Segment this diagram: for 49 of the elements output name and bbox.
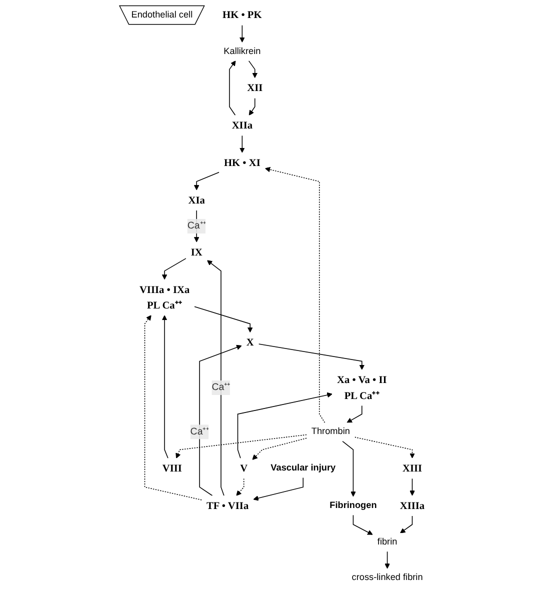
node-text: HK • XI	[224, 156, 260, 168]
arrow	[354, 436, 415, 458]
arrow	[194, 306, 253, 333]
node-text: XIIIa	[400, 500, 425, 512]
edge-label: Ca⁺⁺	[190, 426, 209, 437]
node-text: HK • PK	[222, 9, 262, 21]
arrow	[410, 478, 415, 496]
node-text: Thrombin	[311, 426, 350, 437]
edge-label: Ca⁺⁺	[212, 382, 230, 393]
arrow	[240, 24, 245, 42]
edge-label: Ca⁺⁺	[187, 220, 206, 232]
arrow	[252, 438, 307, 460]
arrow	[236, 478, 244, 496]
arrow	[384, 551, 390, 569]
node-text: Kallikrein	[224, 46, 261, 56]
node-text: TF • VIIa	[206, 500, 249, 512]
arrow	[199, 344, 242, 496]
node-text: IX	[190, 246, 202, 258]
arrow	[162, 258, 186, 280]
node-text: Xa • Va • II PL Ca⁺⁺	[337, 374, 387, 402]
arrow	[144, 315, 202, 500]
arrow	[342, 440, 356, 497]
node-text: XIIa	[232, 119, 253, 132]
node-text: fibrin	[377, 536, 398, 547]
node-text: Fibrinogen	[330, 500, 377, 511]
node-text: XIa	[188, 194, 205, 206]
arrow	[229, 60, 236, 116]
node-text: cross-linked fibrin	[352, 572, 423, 583]
node-text: XII	[247, 82, 263, 94]
arrow	[264, 166, 326, 424]
arrow	[162, 315, 168, 459]
arrow	[206, 260, 224, 496]
arrow	[258, 344, 365, 370]
arrow	[253, 477, 304, 501]
arrow	[346, 405, 362, 423]
node-text: VIII	[162, 462, 182, 474]
arrow	[237, 392, 332, 459]
arrow	[400, 516, 413, 534]
arrow	[194, 172, 220, 190]
arrow	[352, 514, 373, 535]
node-text: VIIIa • IXa PL Ca⁺⁺	[139, 284, 190, 311]
arrow	[240, 135, 245, 153]
arrow	[248, 98, 256, 116]
node-text: XIII	[402, 462, 422, 474]
node-text: V	[240, 462, 248, 474]
node-text: X	[246, 336, 254, 348]
arrow	[248, 60, 258, 78]
arrow	[176, 434, 307, 458]
node-text: Vascular injury	[270, 462, 336, 474]
